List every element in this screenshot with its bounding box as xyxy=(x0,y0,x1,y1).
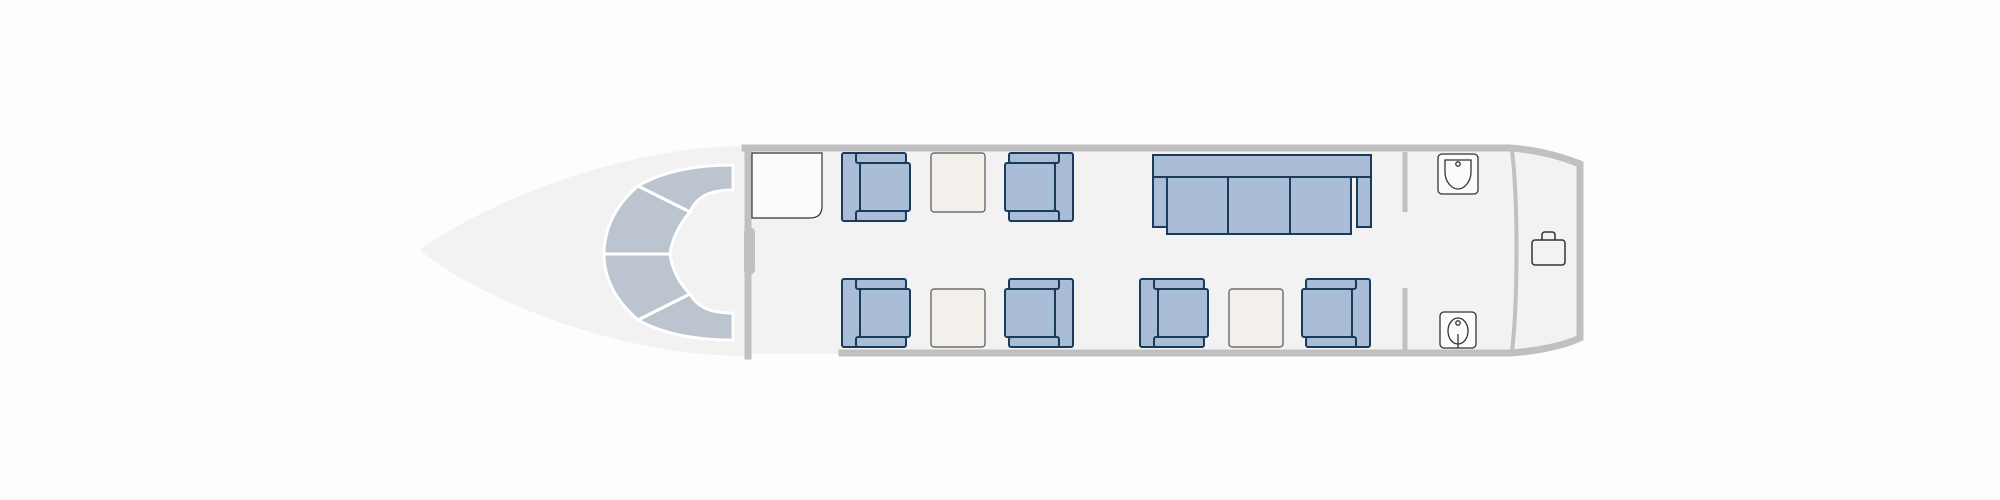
table xyxy=(930,288,986,348)
cockpit-seat-lower-outer xyxy=(634,292,735,342)
seat-armrest xyxy=(855,152,907,164)
galley xyxy=(751,152,823,219)
top-wall xyxy=(741,144,1584,357)
forward-door xyxy=(744,228,755,274)
divan-cushion xyxy=(1227,176,1291,235)
seat-armrest xyxy=(1008,152,1060,164)
club-seat xyxy=(1004,152,1074,222)
aft-pressure-bulkhead xyxy=(1510,149,1519,353)
galley-counter xyxy=(751,152,823,219)
passenger-seats xyxy=(841,152,1371,348)
table xyxy=(1228,288,1284,348)
cockpit xyxy=(420,146,745,356)
club-seat xyxy=(1301,278,1371,348)
sink-icon xyxy=(1437,153,1479,195)
tables xyxy=(930,152,1284,348)
seat-armrest xyxy=(1305,278,1357,290)
seat-armrest xyxy=(1305,336,1357,348)
divan-cushion xyxy=(1166,176,1229,235)
club-seat xyxy=(841,278,911,348)
seat-armrest xyxy=(1008,210,1060,222)
cockpit-seats xyxy=(602,163,735,342)
seat-armrest xyxy=(1153,336,1205,348)
seat-cushion xyxy=(859,288,911,338)
divan-arm-left xyxy=(1152,176,1168,228)
club-seat xyxy=(1139,278,1209,348)
divan-cushion xyxy=(1289,176,1352,235)
seat-cushion xyxy=(1157,288,1209,338)
seat-armrest xyxy=(1153,278,1205,290)
seat-cushion xyxy=(1004,288,1056,338)
divan xyxy=(1152,154,1372,235)
seat-armrest xyxy=(855,210,907,222)
table xyxy=(930,152,986,213)
seat-cushion xyxy=(859,162,911,212)
lavatory xyxy=(1437,153,1479,349)
seat-armrest xyxy=(1008,336,1060,348)
divan-backrest xyxy=(1152,154,1372,178)
seat-armrest xyxy=(1008,278,1060,290)
club-seat xyxy=(1004,278,1074,348)
toilet-icon xyxy=(1439,311,1477,349)
seat-armrest xyxy=(855,278,907,290)
seat-armrest xyxy=(855,336,907,348)
club-seat xyxy=(841,152,911,222)
divan-arm-right xyxy=(1356,176,1372,228)
seat-cushion xyxy=(1301,288,1353,338)
suitcase-icon xyxy=(1531,231,1566,266)
seat-cushion xyxy=(1004,162,1056,212)
